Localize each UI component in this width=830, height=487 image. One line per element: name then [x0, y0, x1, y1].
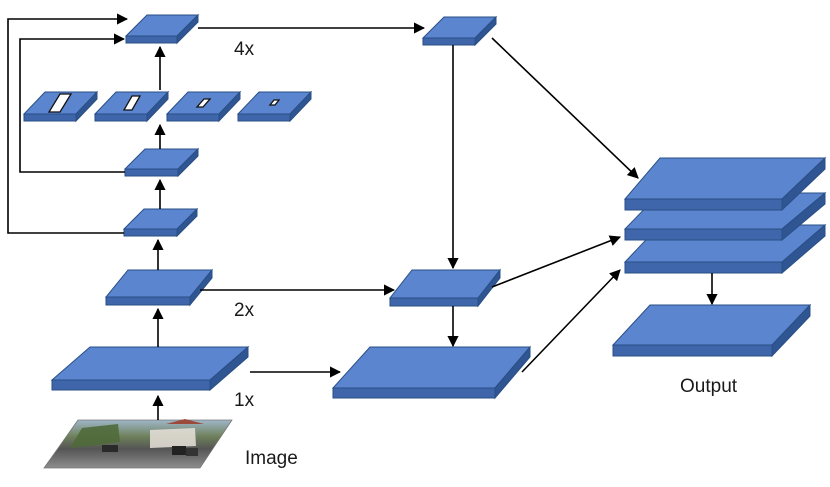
- layer-4x: [124, 13, 200, 45]
- pooling-window: [122, 95, 142, 111]
- layer-c4: [123, 147, 200, 178]
- pooling-slice-3: [165, 90, 242, 123]
- layer-2x: [104, 268, 214, 307]
- skip-c4-to-4x: [19, 33, 126, 173]
- arrow-2x-to-output: [491, 235, 622, 288]
- layer-1x: [50, 345, 250, 392]
- output-feature-1: [623, 156, 827, 212]
- layer-c3: [122, 207, 199, 238]
- label-4x: 4x: [234, 39, 255, 60]
- input-image: [43, 419, 233, 469]
- arrow-4x-to-output: [491, 37, 639, 179]
- pooling-window: [268, 99, 281, 106]
- label-image: Image: [245, 448, 298, 469]
- label-output: Output: [680, 376, 738, 397]
- label-2x: 2x: [234, 300, 255, 321]
- pooling-window: [47, 93, 73, 113]
- output-final: [611, 303, 812, 358]
- top-down-4x: [421, 15, 498, 47]
- top-down-2x: [388, 268, 502, 308]
- top-down-1x: [331, 345, 532, 400]
- pooling-slice-2: [93, 90, 170, 123]
- label-1x: 1x: [234, 390, 255, 411]
- arrows: [7, 13, 718, 420]
- pooling-slice-4: [236, 90, 313, 123]
- pooling-slice-1: [22, 90, 99, 123]
- pooling-window: [195, 98, 212, 108]
- skip-c3-to-4x: [7, 13, 129, 234]
- arrow-1x-to-output: [521, 269, 621, 373]
